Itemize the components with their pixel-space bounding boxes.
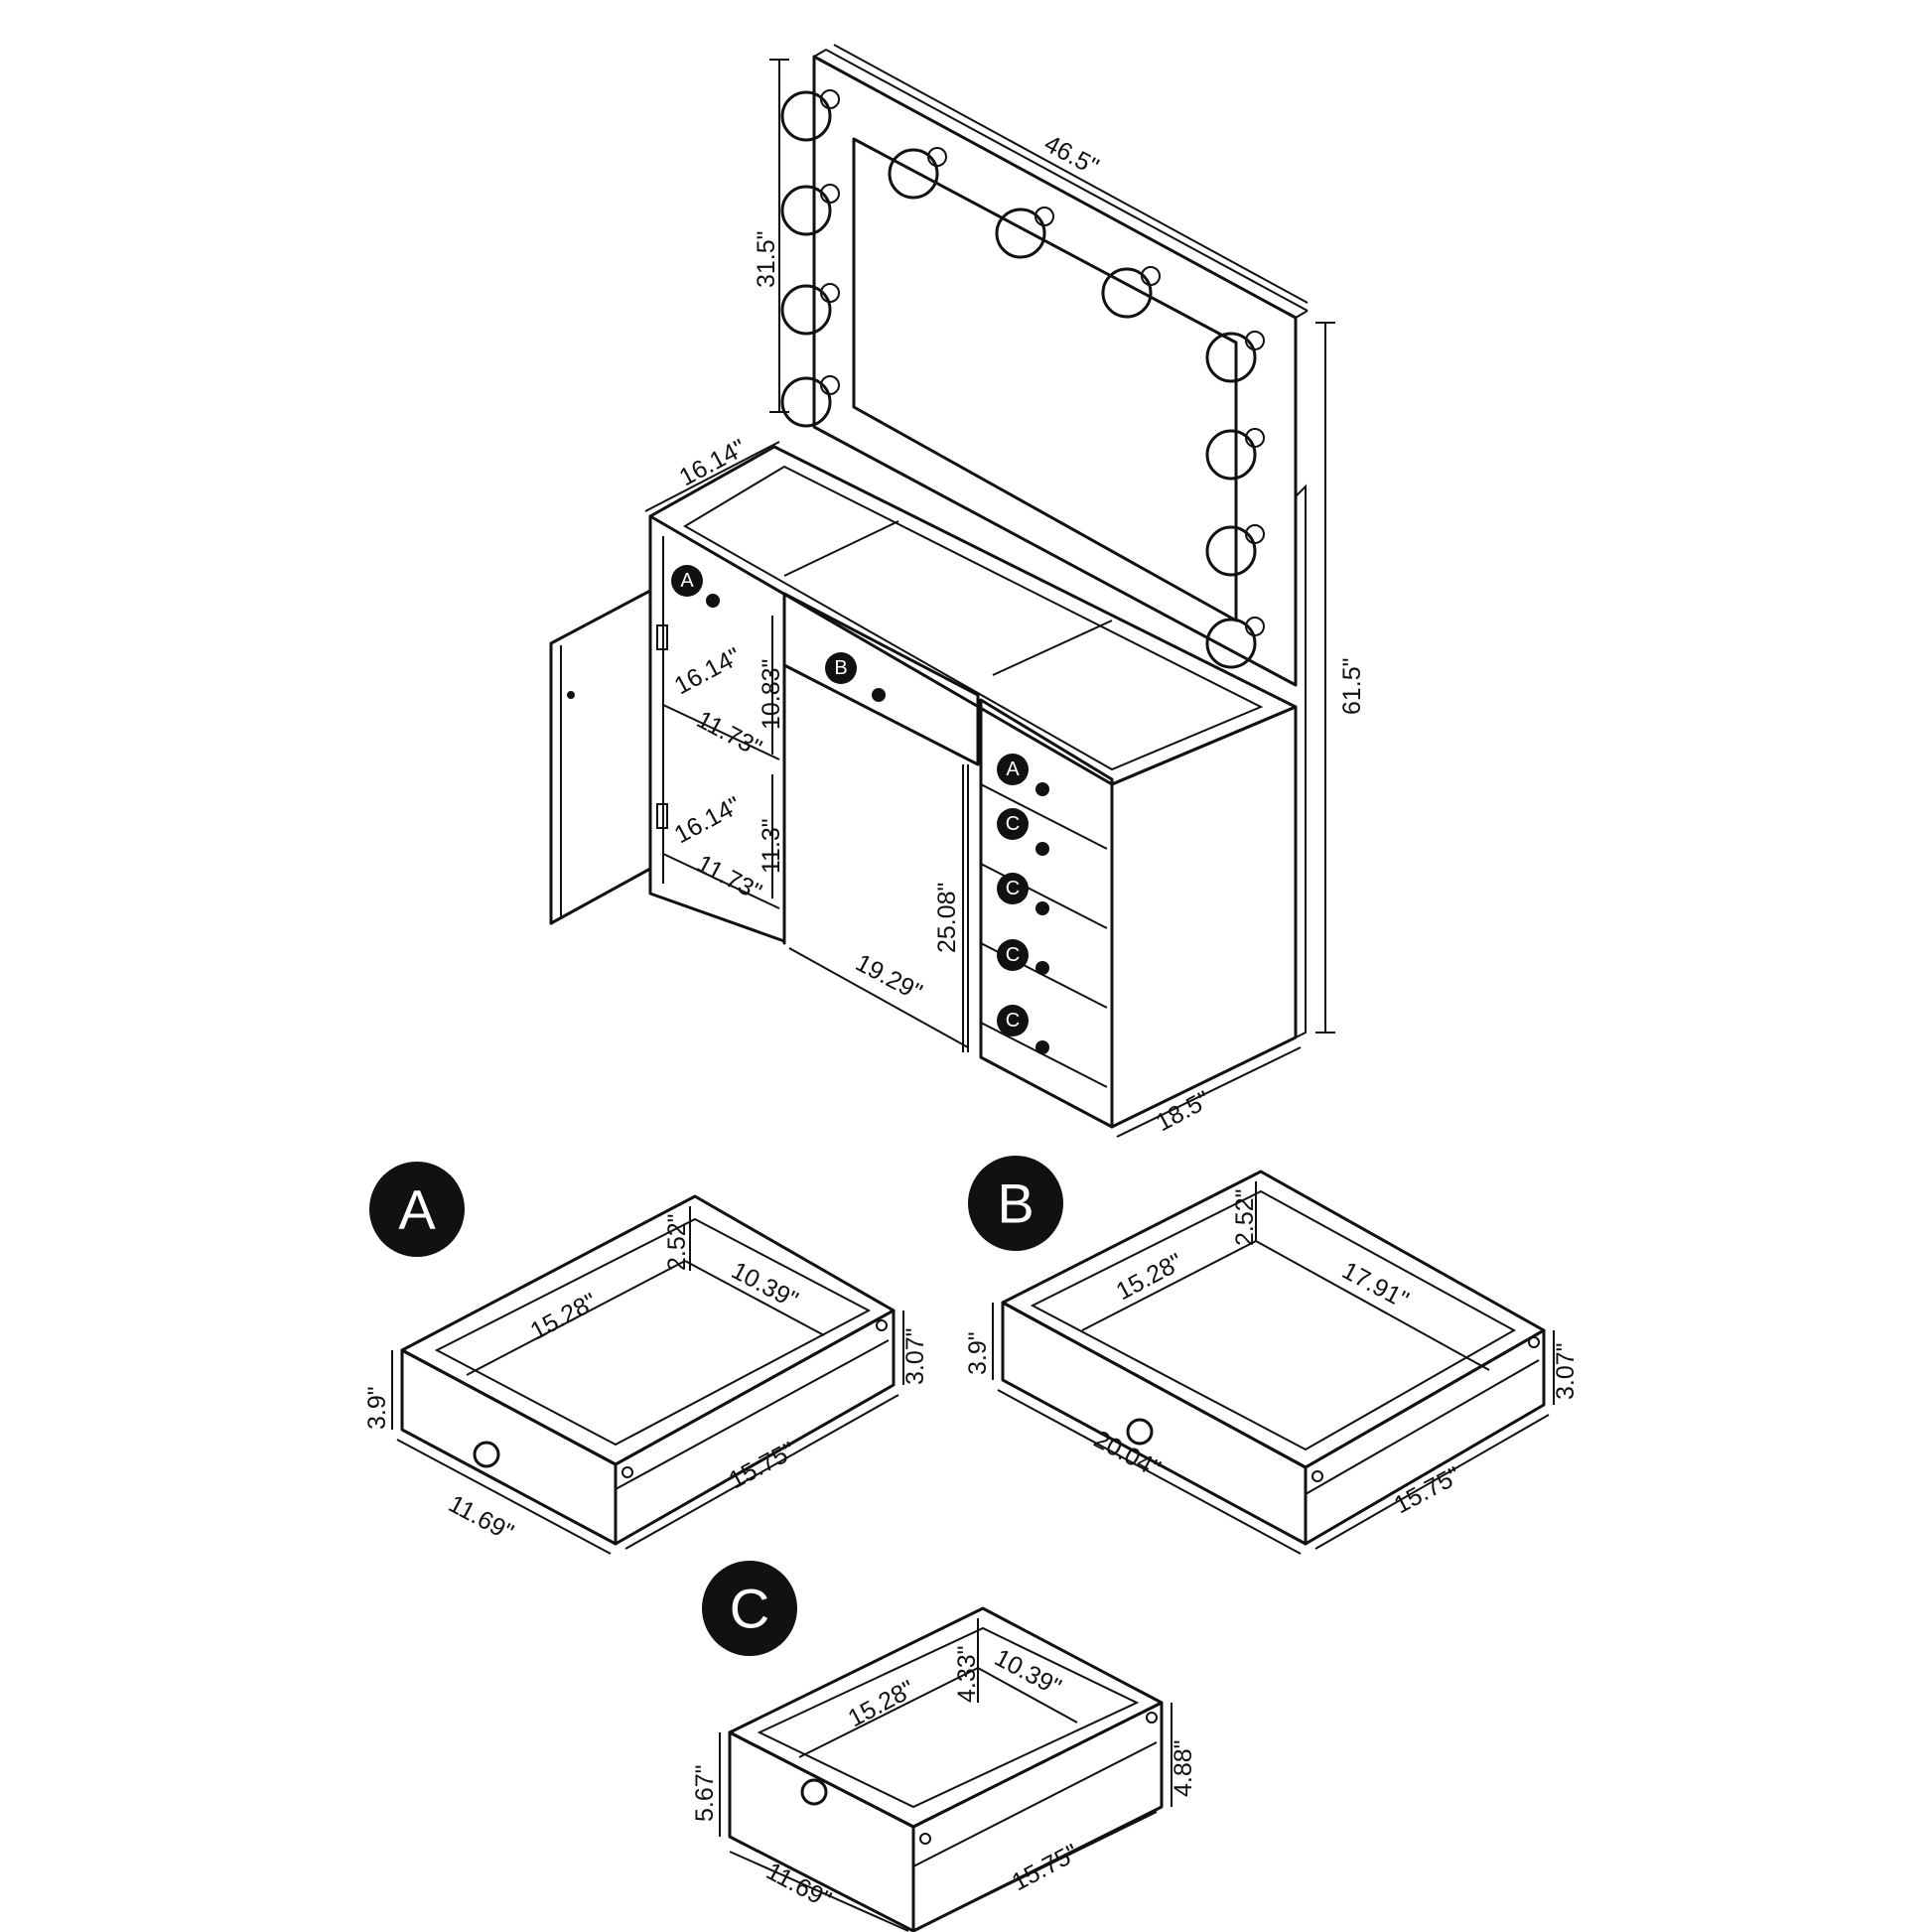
drawer-c-front-height: 5.67"	[691, 1764, 719, 1822]
total-height-label: 61.5"	[1338, 657, 1366, 715]
drawer-b: B 3.9" 20.04" 15.75" 3.07" 2.52" 15.28" …	[964, 1156, 1580, 1555]
mirror-height-label: 31.5"	[753, 230, 780, 288]
badge-a-right: A	[997, 754, 1029, 785]
knob-icon	[1126, 1418, 1154, 1446]
cabinet-lower-depth: 16.14"	[670, 791, 746, 849]
knob-icon	[1035, 782, 1049, 796]
knob-icon	[473, 1441, 500, 1468]
drawer-a-side-length: 15.75"	[725, 1437, 800, 1494]
svg-text:C: C	[730, 1578, 769, 1640]
drawer-b-inner-width: 17.91"	[1337, 1257, 1413, 1314]
vanity-body	[549, 445, 1307, 1129]
badge-c-1: C	[997, 808, 1029, 840]
knob-icon	[706, 594, 720, 608]
bulb-icon	[1205, 524, 1265, 577]
bulb-icon	[780, 375, 840, 428]
bulb-icon	[1205, 617, 1265, 669]
svg-text:B: B	[997, 1173, 1034, 1235]
badge-b-top: B	[825, 652, 857, 684]
svg-text:A: A	[398, 1178, 436, 1241]
bulb-icon	[888, 147, 947, 200]
drawer-a-front-height: 3.9"	[363, 1386, 391, 1430]
bulb-icon	[1101, 266, 1161, 319]
svg-text:A: A	[1006, 759, 1020, 780]
knob-icon	[800, 1778, 828, 1806]
cabinet-upper-width: 11.73"	[692, 706, 766, 762]
drawer-b-side-length: 15.75"	[1390, 1461, 1465, 1519]
knee-width-label: 19.29"	[851, 949, 926, 1007]
drawer-c: C 5.67" 11.69" 15.75" 4.88" 4.33" 15.28"…	[691, 1561, 1197, 1932]
bulb-icon-group	[780, 89, 1265, 669]
bulb-icon	[780, 184, 840, 236]
drawer-c-side-length: 15.75"	[1008, 1839, 1083, 1896]
drawer-c-inner-width: 10.39"	[990, 1644, 1065, 1702]
knob-icon	[1035, 1040, 1049, 1054]
drawer-a-inner-depth: 15.28"	[526, 1288, 602, 1345]
drawer-a-inner-width: 10.39"	[727, 1257, 802, 1314]
bulb-icon	[780, 283, 840, 336]
drawer-c-inner-depth: 15.28"	[844, 1675, 919, 1732]
cabinet-upper-depth: 16.14"	[670, 642, 746, 700]
drawer-b-front-height: 3.9"	[964, 1331, 992, 1375]
badge-c-3: C	[997, 939, 1029, 971]
knob-icon	[1035, 842, 1049, 856]
drawer-b-inner-depth: 15.28"	[1112, 1248, 1187, 1306]
bulb-icon	[1205, 428, 1265, 481]
drawer-c-front-width: 11.69"	[761, 1858, 836, 1914]
knob-icon	[1035, 961, 1049, 975]
mirror	[780, 49, 1309, 687]
bulb-icon	[995, 207, 1054, 259]
drawer-b-inner-height: 2.52"	[1231, 1188, 1259, 1246]
svg-text:C: C	[1006, 878, 1020, 899]
svg-text:C: C	[1006, 944, 1020, 966]
svg-text:B: B	[834, 657, 847, 679]
svg-text:C: C	[1006, 813, 1020, 835]
knob-icon	[872, 688, 886, 702]
drawer-c-side-height: 4.88"	[1170, 1739, 1197, 1797]
knee-height-label: 25.08"	[933, 883, 961, 953]
drawer-a-side-height: 3.07"	[901, 1327, 929, 1385]
knob-icon	[1035, 901, 1049, 915]
svg-text:C: C	[1006, 1010, 1020, 1032]
svg-text:A: A	[680, 570, 694, 592]
bulb-icon	[780, 89, 840, 142]
drawer-b-side-height: 3.07"	[1552, 1342, 1580, 1400]
drawer-a: A 3.9" 11.69" 15.75" 3.07" 2.52" 15.28" …	[363, 1162, 929, 1555]
badge-c-4: C	[997, 1005, 1029, 1036]
badge-c-2: C	[997, 873, 1029, 904]
cabinet-lower-width: 11.73"	[692, 850, 766, 906]
badge-a-top: A	[671, 565, 703, 597]
bulb-icon	[1205, 331, 1265, 383]
